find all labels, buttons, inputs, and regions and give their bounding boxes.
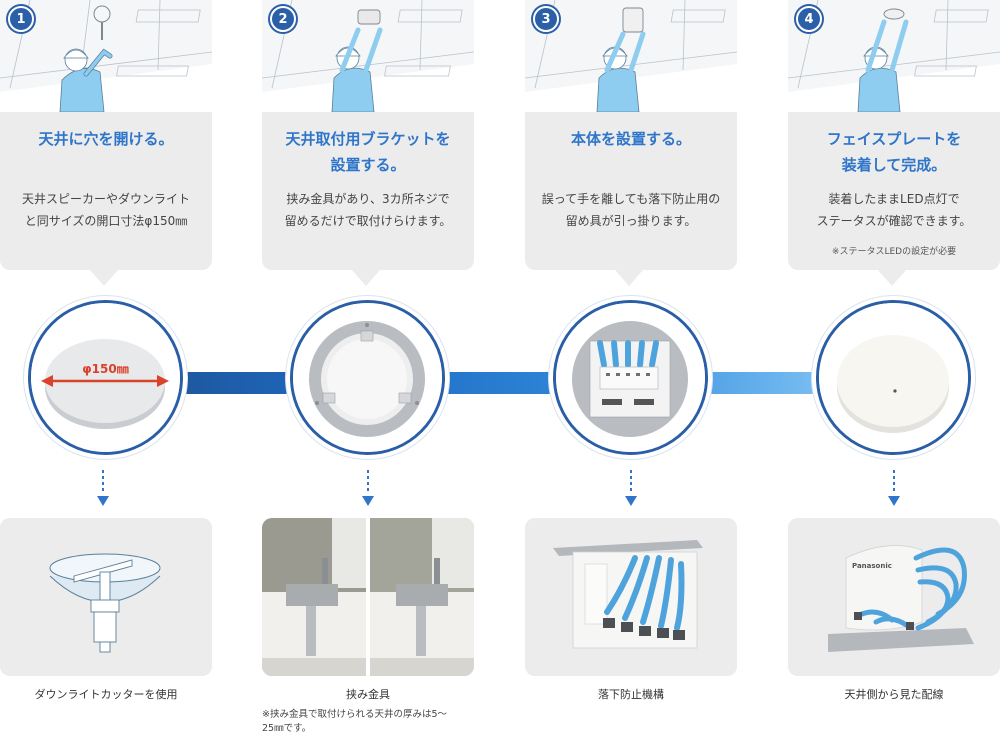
step-4-illustration: 4 — [788, 0, 1000, 112]
step-4-photo: Panasonic — [788, 518, 1000, 676]
step-4-circle-image — [816, 300, 971, 455]
down-arrow-icon — [97, 470, 109, 506]
step-1-illustration: 1 — [0, 0, 212, 112]
step-3-column: 3 本体を設置する。 誤って手を離しても落下防止用の 留め具が引っ掛ります。 — [525, 0, 737, 736]
step-description-line: ステータスが確認できます。 — [816, 214, 972, 228]
step-title: 本体を設置する。 — [570, 130, 691, 148]
step-4-column: 4 フェイスプレートを 装着して完成。 装着したままLED点灯で ステータスが確… — [788, 0, 1000, 736]
step-note: ※ステータスLEDの設定が必要 — [831, 247, 957, 257]
photo-caption: 落下防止機構 — [598, 688, 664, 701]
thickness-note-line: ※挟み金具で取付けられる天井の厚みは5～ — [262, 709, 448, 720]
step-number-badge: 1 — [8, 6, 34, 32]
step-description-line: 留め具が引っ掛ります。 — [565, 214, 697, 228]
step-1-circle-image: φ150㎜ — [28, 300, 183, 455]
step-description-line: 挟み金具があり、3カ所ネジで — [286, 192, 450, 206]
step-number-badge: 3 — [533, 6, 559, 32]
step-description-line: 装着したままLED点灯で — [828, 192, 960, 206]
brand-label: Panasonic — [852, 562, 892, 570]
step-title: 天井取付用ブラケットを — [285, 130, 451, 148]
step-1-photo — [0, 518, 212, 676]
dimension-label: φ150㎜ — [82, 362, 129, 376]
step-description-line: と同サイズの開口寸法φ150㎜ — [24, 214, 188, 228]
thickness-note-line: 25㎜です。 — [262, 723, 312, 734]
photo-caption: 挟み金具 — [346, 688, 390, 701]
card-pointer — [615, 270, 643, 286]
step-title: 設置する。 — [330, 156, 406, 174]
card-pointer — [878, 270, 906, 286]
step-4-card: フェイスプレートを 装着して完成。 装着したままLED点灯で ステータスが確認で… — [788, 112, 1000, 270]
step-3-illustration: 3 — [525, 0, 737, 112]
step-1-column: 1 天井に穴を開ける。 天井スピーカーやダウンライト と同サイズの開口寸法φ15… — [0, 0, 212, 736]
step-3-photo — [525, 518, 737, 676]
step-description-line: 天井スピーカーやダウンライト — [21, 192, 190, 206]
step-description-line: 留めるだけで取付けらけます。 — [284, 214, 452, 228]
step-2-photo — [262, 518, 474, 676]
step-2-illustration: 2 — [262, 0, 474, 112]
step-3-card: 本体を設置する。 誤って手を離しても落下防止用の 留め具が引っ掛ります。 — [525, 112, 737, 270]
step-number-badge: 2 — [270, 6, 296, 32]
step-title: フェイスプレートを — [826, 130, 962, 148]
down-arrow-icon — [362, 470, 374, 506]
photo-caption: 天井側から見た配線 — [844, 688, 944, 701]
step-2-column: 2 天井取付用ブラケットを 設置する。 挟み金具があり、3カ所ネジで 留めるだけ… — [262, 0, 474, 736]
step-1-card: 天井に穴を開ける。 天井スピーカーやダウンライト と同サイズの開口寸法φ150㎜ — [0, 112, 212, 270]
step-title: 装着して完成。 — [841, 156, 947, 174]
photo-caption: ダウンライトカッターを使用 — [34, 688, 178, 701]
down-arrow-icon — [625, 470, 637, 506]
step-number-badge: 4 — [796, 6, 822, 32]
connecting-band — [100, 372, 900, 394]
card-pointer — [352, 270, 380, 286]
step-description-line: 誤って手を離しても落下防止用の — [541, 192, 721, 206]
card-pointer — [90, 270, 118, 286]
step-2-card: 天井取付用ブラケットを 設置する。 挟み金具があり、3カ所ネジで 留めるだけで取… — [262, 112, 474, 270]
step-3-circle-image — [553, 300, 708, 455]
step-2-circle-image — [290, 300, 445, 455]
down-arrow-icon — [888, 470, 900, 506]
step-title: 天井に穴を開ける。 — [38, 130, 174, 148]
